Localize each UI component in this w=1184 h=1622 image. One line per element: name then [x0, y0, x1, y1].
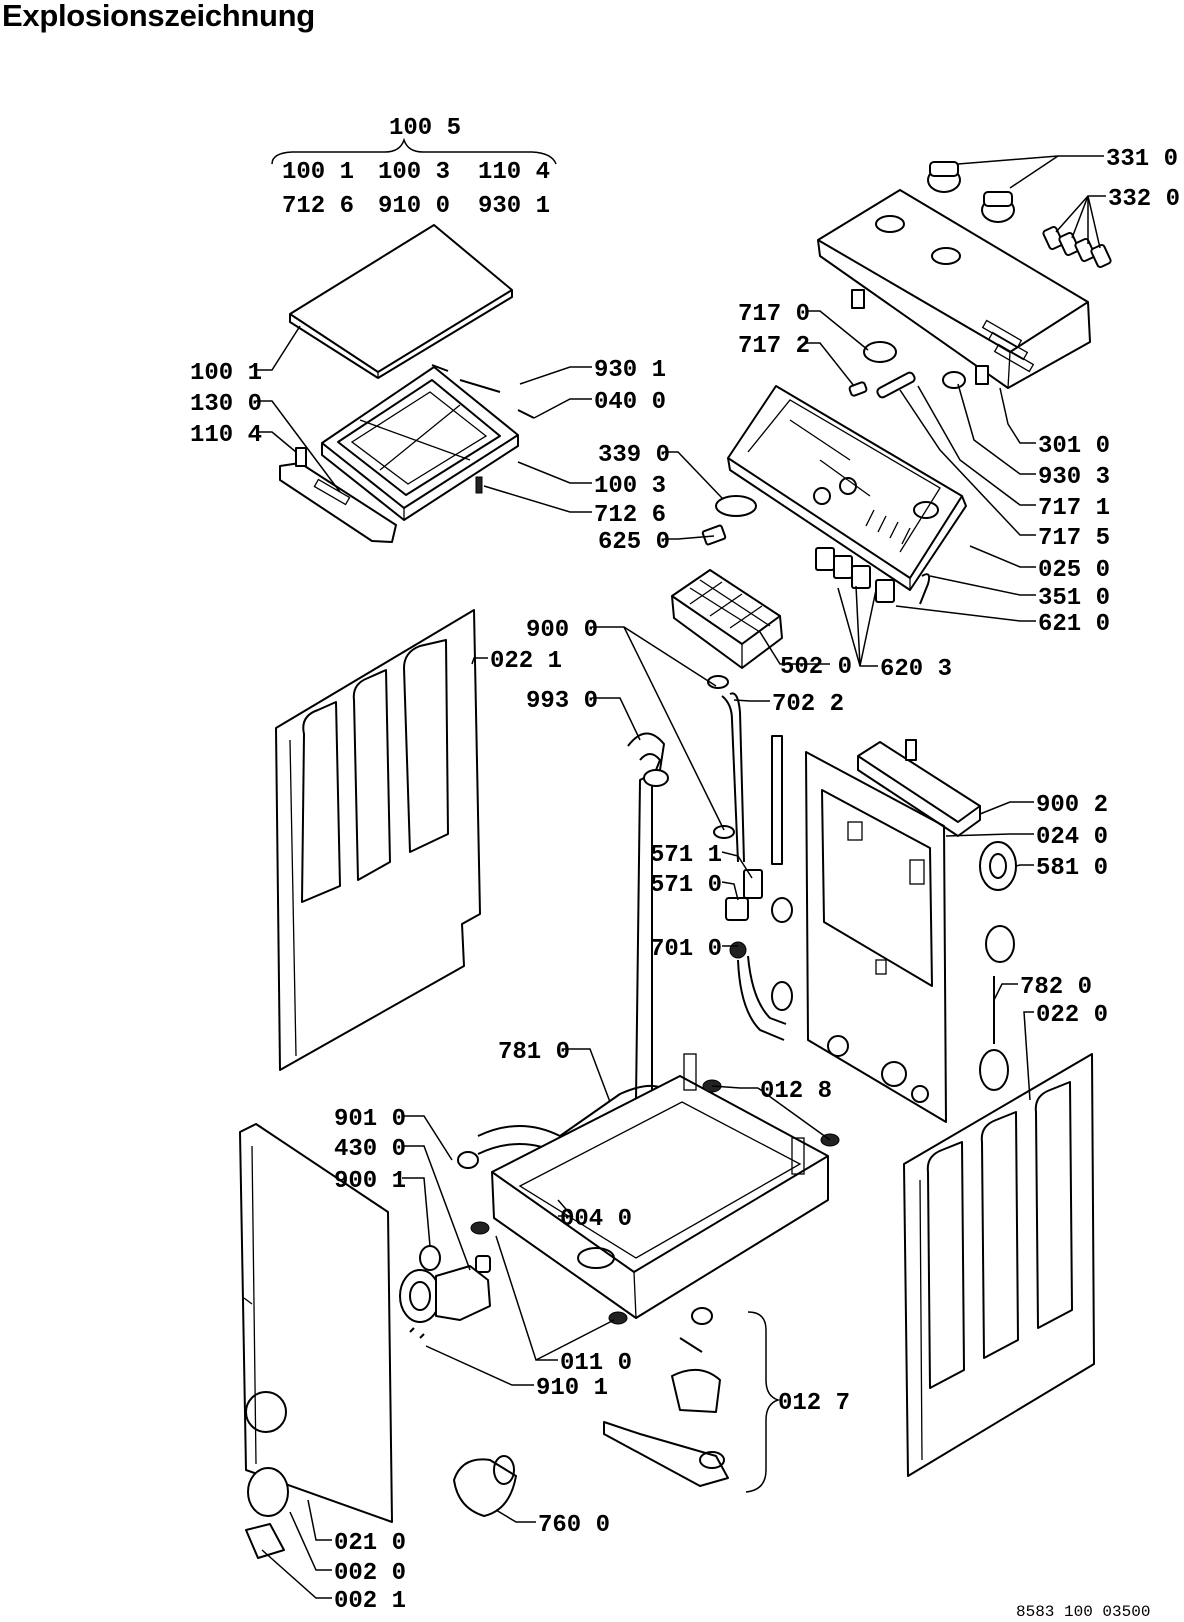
callout-label: 760 0: [538, 1512, 610, 1539]
callout-label: 012 7: [778, 1390, 850, 1417]
callout-label: 339 0: [598, 442, 670, 469]
drawing-code: 8583 100 03500: [1016, 1603, 1150, 1621]
callout-label: 571 0: [650, 872, 722, 899]
callout-label: 781 0: [498, 1039, 570, 1066]
rear-frame-part: [805, 751, 947, 1123]
callout-label: 004 0: [560, 1206, 632, 1233]
leader-lines: [256, 155, 1106, 1599]
small-clips: [431, 364, 535, 494]
callout-label: 100 1: [190, 360, 262, 387]
callout-label: 351 0: [1038, 585, 1110, 612]
callout-label: 910 1: [536, 1375, 608, 1402]
callout-label: 900 0: [526, 617, 598, 644]
callout-label: 012 8: [760, 1078, 832, 1105]
callout-label: 571 1: [650, 842, 722, 869]
dispenser-housing-part: [727, 385, 967, 591]
callout-label: 502 0: [780, 654, 852, 681]
page-title: Explosionszeichnung: [2, 0, 315, 33]
callout-label: 717 2: [738, 333, 810, 360]
callout-label: 701 0: [650, 936, 722, 963]
callout-label: 900 2: [1036, 792, 1108, 819]
callout-label: 025 0: [1038, 557, 1110, 584]
callout-label: 024 0: [1036, 824, 1108, 851]
electronic-module-part: [671, 569, 783, 669]
kit-row2-item: 910 0: [378, 193, 450, 220]
kit-row2-item: 930 1: [478, 193, 550, 220]
callout-label: 332 0: [1108, 186, 1180, 213]
kit-label: 100 5: [389, 115, 461, 142]
top-lid-part: [289, 224, 513, 379]
callout-label: 717 5: [1038, 525, 1110, 552]
callout-label: 993 0: [526, 688, 598, 715]
callout-label: 022 0: [1036, 1002, 1108, 1029]
drain-hose-part: [627, 732, 669, 1101]
callout-label: 022 1: [490, 648, 562, 675]
sump-hose-part: [737, 955, 793, 1041]
left-side-panel-part: [275, 609, 481, 1071]
kit-brace: [271, 137, 557, 165]
control-panel-part: [817, 189, 1091, 389]
pump-filter-part: [453, 1455, 517, 1517]
callout-label: 901 0: [334, 1106, 406, 1133]
right-side-panel-part: [903, 1053, 1095, 1477]
callout-label: 930 3: [1038, 464, 1110, 491]
kit-row1-item: 100 1: [282, 159, 354, 186]
kit-row1-item: 100 3: [378, 159, 450, 186]
filter-assembly-part: [603, 1307, 729, 1487]
callout-label: 930 1: [594, 357, 666, 384]
front-trim-part: [279, 447, 397, 543]
callout-label: 625 0: [598, 529, 670, 556]
callout-label: 040 0: [594, 389, 666, 416]
callout-label: 702 2: [772, 691, 844, 718]
callout-label: 712 6: [594, 502, 666, 529]
callout-label: 717 1: [1038, 495, 1110, 522]
callout-label: 782 0: [1020, 974, 1092, 1001]
push-buttons-part: [1042, 225, 1112, 269]
callout-label: 002 0: [334, 1560, 406, 1587]
callout-label: 621 0: [1038, 611, 1110, 638]
kit-row2-item: 712 6: [282, 193, 354, 220]
callout-label: 110 4: [190, 422, 262, 449]
callout-label: 100 3: [594, 473, 666, 500]
callout-labels: 331 0 332 0 717 0 717 2 100 1 930 1 130 …: [190, 146, 1180, 1615]
callout-label: 002 1: [334, 1588, 406, 1615]
callout-label: 021 0: [334, 1530, 406, 1557]
callout-label: 717 0: [738, 301, 810, 328]
kit-row1-item: 110 4: [478, 159, 550, 186]
connectors-part: [815, 547, 931, 605]
front-panel-part: [239, 1123, 393, 1523]
drawer-small-parts: [701, 495, 757, 546]
panel-small-parts: [848, 341, 966, 399]
callout-label: 301 0: [1038, 433, 1110, 460]
callout-label: 900 1: [334, 1168, 406, 1195]
kit-group-header: 100 5 100 1 100 3 110 4 712 6 910 0 930 …: [271, 115, 557, 220]
control-knobs-part: [927, 161, 1015, 223]
pulley-part: [979, 841, 1017, 1091]
callout-label: 620 3: [880, 656, 952, 683]
group-bracket: [745, 1311, 781, 1493]
screws-part: [409, 1327, 425, 1339]
inlet-hose-part: [707, 675, 793, 923]
callout-label: 430 0: [334, 1136, 406, 1163]
lid-frame-part: [321, 366, 519, 521]
drain-pump-part: [399, 1245, 491, 1323]
callout-label: 581 0: [1036, 855, 1108, 882]
filter-cover-part: [245, 1467, 289, 1559]
callout-label: 011 0: [560, 1350, 632, 1377]
callout-label: 331 0: [1106, 146, 1178, 173]
callout-label: 130 0: [190, 391, 262, 418]
inlet-valve-part: [713, 825, 763, 959]
